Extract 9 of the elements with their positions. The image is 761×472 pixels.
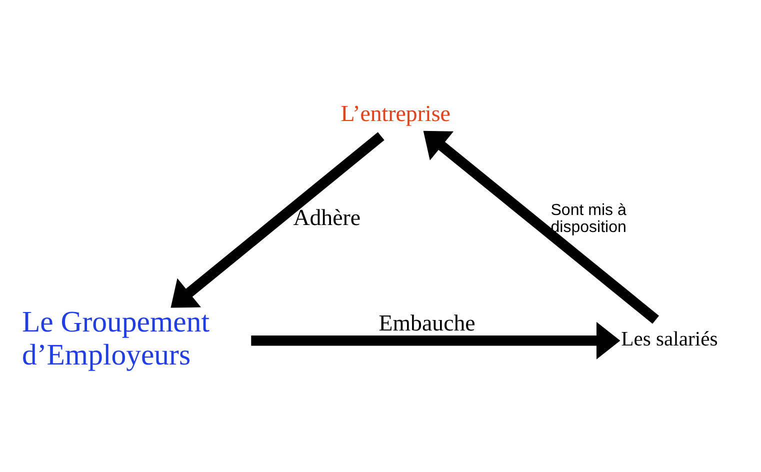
node-text: L’entreprise xyxy=(340,100,450,126)
edge-label: Embauche xyxy=(378,310,476,335)
node-text: Le Groupement d’Employeurs xyxy=(22,304,210,371)
arrow xyxy=(170,132,384,308)
arrow xyxy=(251,321,620,359)
edge-label: Adhère xyxy=(293,204,361,230)
arrow xyxy=(423,130,659,324)
edge-label: Sont mis à disposition xyxy=(550,200,626,236)
node-text: Les salariés xyxy=(621,328,718,350)
